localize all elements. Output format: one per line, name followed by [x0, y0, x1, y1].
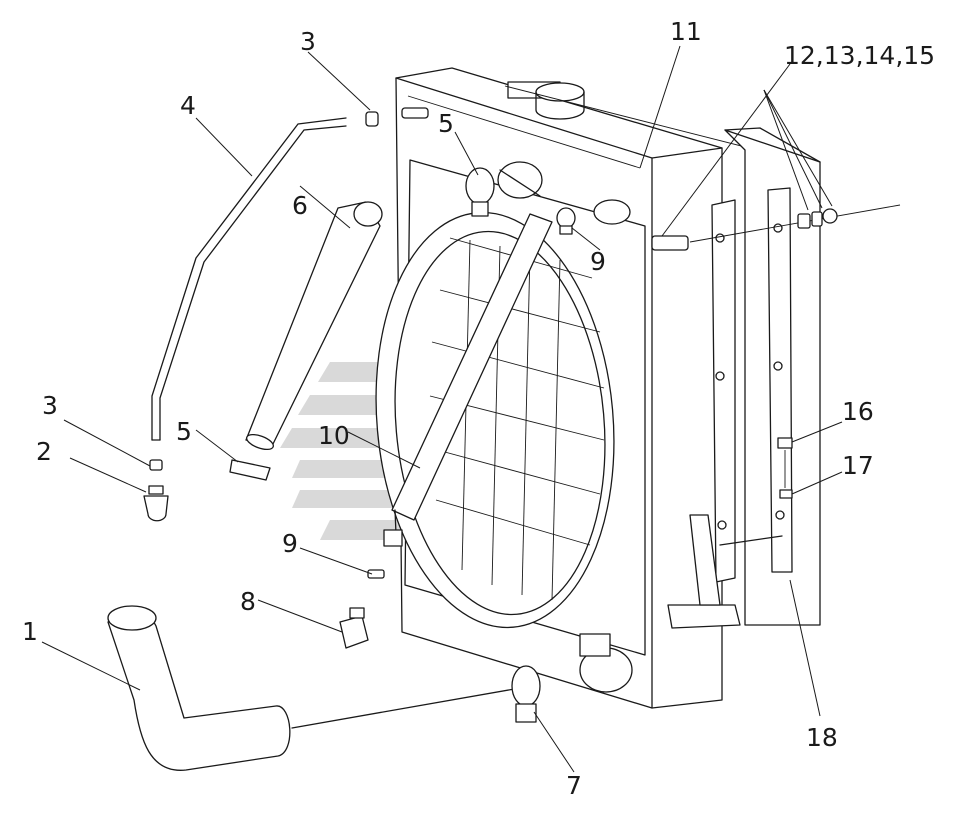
outlet-clamp: [511, 633, 633, 723]
label-part-5-top: 5: [438, 109, 454, 138]
label-part-11: 11: [670, 17, 702, 46]
nut-fittings: [149, 107, 429, 471]
label-part-1: 1: [22, 617, 38, 646]
label-part-18: 18: [806, 723, 838, 752]
label-part-3-bottom: 3: [42, 391, 58, 420]
label-part-9-bottom: 9: [282, 529, 298, 558]
label-part-6: 6: [292, 191, 308, 220]
callout-labels: 3 4 6 5 11 12,13,14,15 9 3 2 5 10 9 8 1 …: [22, 17, 935, 800]
drain-cock: [143, 485, 169, 522]
hose-clamps: [229, 161, 631, 481]
label-part-3-top: 3: [300, 27, 316, 56]
bolt-set: [651, 204, 901, 251]
label-part-5-bottom: 5: [176, 417, 192, 446]
label-part-2: 2: [36, 437, 52, 466]
temperature-sensor: [339, 607, 369, 649]
label-part-12-15: 12,13,14,15: [784, 41, 935, 70]
label-part-9-top: 9: [590, 247, 606, 276]
leader-lines: [41, 45, 843, 773]
label-part-10: 10: [318, 421, 350, 450]
lower-hose: [107, 605, 521, 771]
fan-shroud: [375, 159, 646, 656]
overflow-tube: [151, 117, 347, 441]
label-part-17: 17: [842, 451, 874, 480]
side-support-bracket: [667, 127, 821, 629]
label-part-7: 7: [566, 771, 582, 800]
small-clamps: [367, 207, 576, 579]
label-part-4: 4: [180, 91, 196, 120]
upper-hose: [245, 201, 383, 451]
label-part-16: 16: [842, 397, 874, 426]
label-part-8: 8: [240, 587, 256, 616]
